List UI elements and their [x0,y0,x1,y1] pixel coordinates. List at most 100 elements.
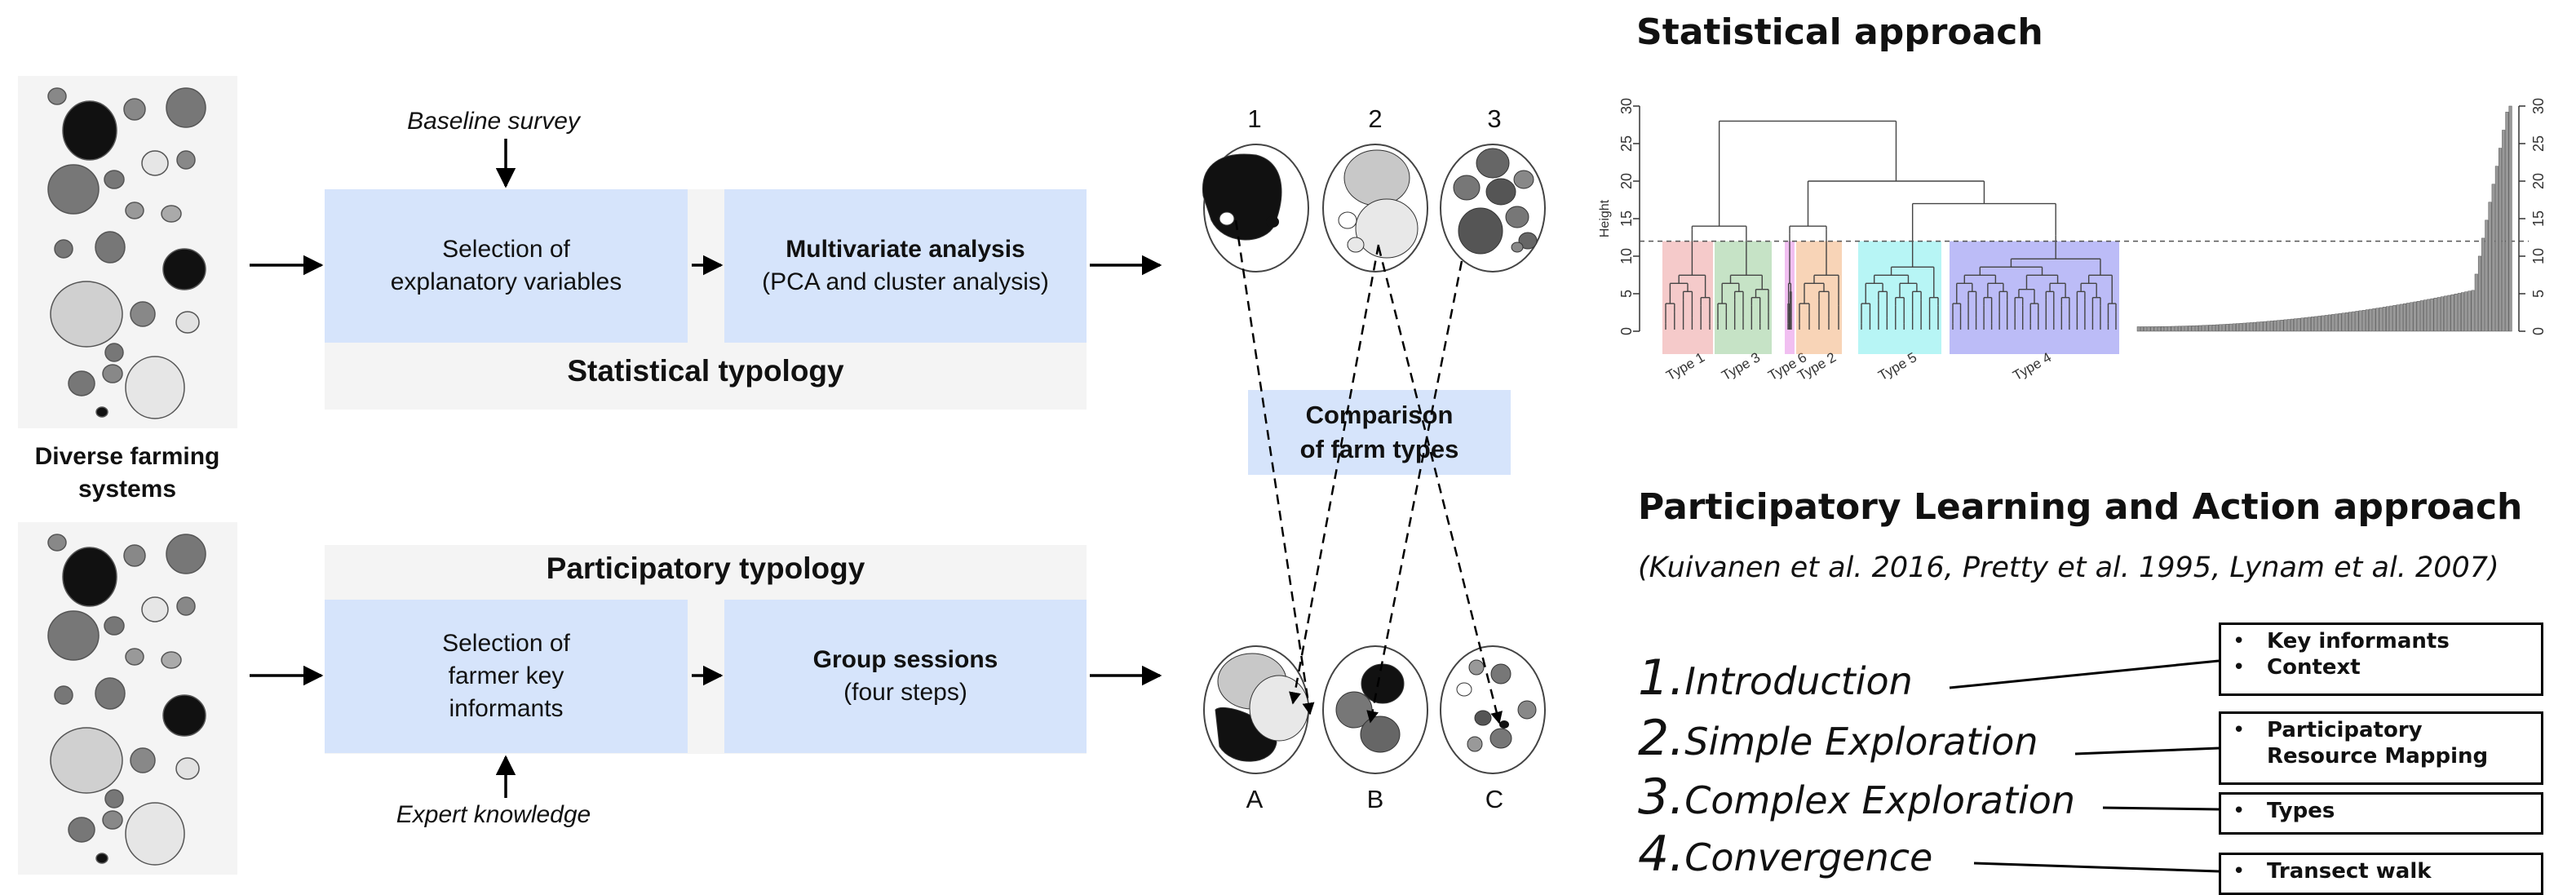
height-bar [2225,324,2229,332]
height-bar [2273,320,2277,332]
farm-blobs-bottom [47,534,206,866]
height-bar [2304,317,2308,332]
height-bar [2283,319,2287,332]
pla-box-1-item-2: Context [2267,655,2361,680]
height-bar [2171,326,2175,332]
height-bar [2153,326,2158,332]
height-bar [2266,321,2270,332]
multivariate-analysis-sub: (PCA and cluster analysis) [762,268,1049,295]
height-bar [2167,326,2171,332]
height-bar [2406,303,2410,332]
height-bar [2386,306,2390,332]
height-bar [2311,317,2315,332]
height-bar [2147,326,2151,332]
height-bar [2136,326,2140,332]
group-sessions-title: Group sessions [812,646,998,673]
height-bar [2399,304,2403,332]
pla-step-2-num: 2. [1638,710,1685,767]
height-bar [2361,309,2366,332]
statistical-approach-title: Statistical approach [1636,11,2043,53]
height-bar [2263,321,2267,332]
height-bar [2236,323,2240,332]
height-bar [2355,311,2359,332]
pla-step-1-label: Introduction [1684,659,1913,703]
height-bar [2239,323,2243,332]
height-bar [2423,299,2428,332]
participatory-typology-title: Participatory typology [546,552,865,585]
height-bar [2341,312,2345,332]
height-bar [2454,294,2458,332]
height-bar [2198,325,2202,332]
height-bar [2352,311,2356,332]
cluster-b [1322,645,1428,774]
height-bar [2290,318,2294,332]
dendrogram-branches [1665,120,2117,330]
height-bar [2327,314,2331,332]
pla-step-2: 2. Simple Exploration [1638,710,2038,767]
height-bar [2450,294,2454,332]
pla-box-2-item-1: Participatory Resource Mapping [2267,718,2489,769]
height-bar [2286,319,2291,332]
pla-step-4: 4. Convergence [1638,826,1932,883]
height-bar [2440,296,2444,332]
height-bar [2481,237,2485,332]
multivariate-analysis-box: Multivariate analysis (PCA and cluster a… [724,189,1087,343]
comparison-arrows [1234,219,1503,724]
cluster-label-3: 3 [1487,104,1502,133]
cluster-1 [1202,144,1309,272]
statistical-typology-title: Statistical typology [567,354,844,388]
height-bar [2365,309,2369,332]
cluster-label-a: A [1246,785,1264,813]
pla-step-1: 1. Introduction [1638,649,1913,707]
height-bar [2433,298,2437,332]
height-bar [2474,273,2478,332]
y-tick-label: 20 [1618,173,1635,189]
pla-approach-title: Participatory Learning and Action approa… [1638,486,2523,528]
y-tick-label: 15 [1618,210,1635,227]
group-sessions-box: Group sessions (four steps) [724,600,1087,753]
height-bar [2242,322,2246,332]
y-axis-label: Height [1598,199,1612,237]
explanatory-variables-text: Selection of explanatory variables [390,236,622,295]
height-bar [2419,300,2423,332]
y-tick-label: 5 [1618,290,1635,298]
bar-y-tick-label: 15 [2530,210,2547,227]
height-bar [2280,320,2284,332]
height-bar [2229,323,2233,332]
height-bar [2269,321,2273,332]
pla-citation: (Kuivanen et al. 2016, Pretty et al. 199… [1638,552,2499,584]
height-bar [2508,105,2512,332]
height-bar [2505,112,2509,332]
baseline-survey-label: Baseline survey [407,108,580,135]
pla-step-4-label: Convergence [1684,835,1933,879]
height-bar [2437,297,2441,332]
pla-box-1-item-1: Key informants [2267,629,2450,654]
height-bar [2215,324,2219,332]
height-bar [2494,166,2499,332]
cluster-label-1: 1 [1247,104,1262,133]
height-bar [2335,313,2339,332]
height-bar [2249,322,2253,332]
height-bar [2317,316,2321,332]
height-bar [2413,301,2417,332]
bar-y-tick-label: 25 [2530,135,2547,152]
pla-step-3: 3. Complex Exploration [1638,769,2075,826]
pla-box-4-item-1: Transect walk [2267,859,2432,884]
height-bar [2157,326,2161,332]
farming-systems-label: Diverse farming systems [34,443,220,503]
height-bar [2256,321,2260,332]
height-bar [2471,290,2475,332]
pla-connectors [1949,659,2220,873]
y-tick-label: 0 [1618,327,1635,335]
height-bar [2389,305,2393,332]
height-bar [2369,308,2373,332]
height-bar [2161,326,2165,332]
pla-step-4-num: 4. [1638,826,1685,883]
bar-y-tick-label: 30 [2530,98,2547,114]
y-tick-label: 30 [1618,98,1635,114]
height-bar [2277,320,2281,332]
height-bar [2307,317,2311,332]
cluster-label-2: 2 [1368,104,1383,133]
height-bar [2232,323,2236,332]
